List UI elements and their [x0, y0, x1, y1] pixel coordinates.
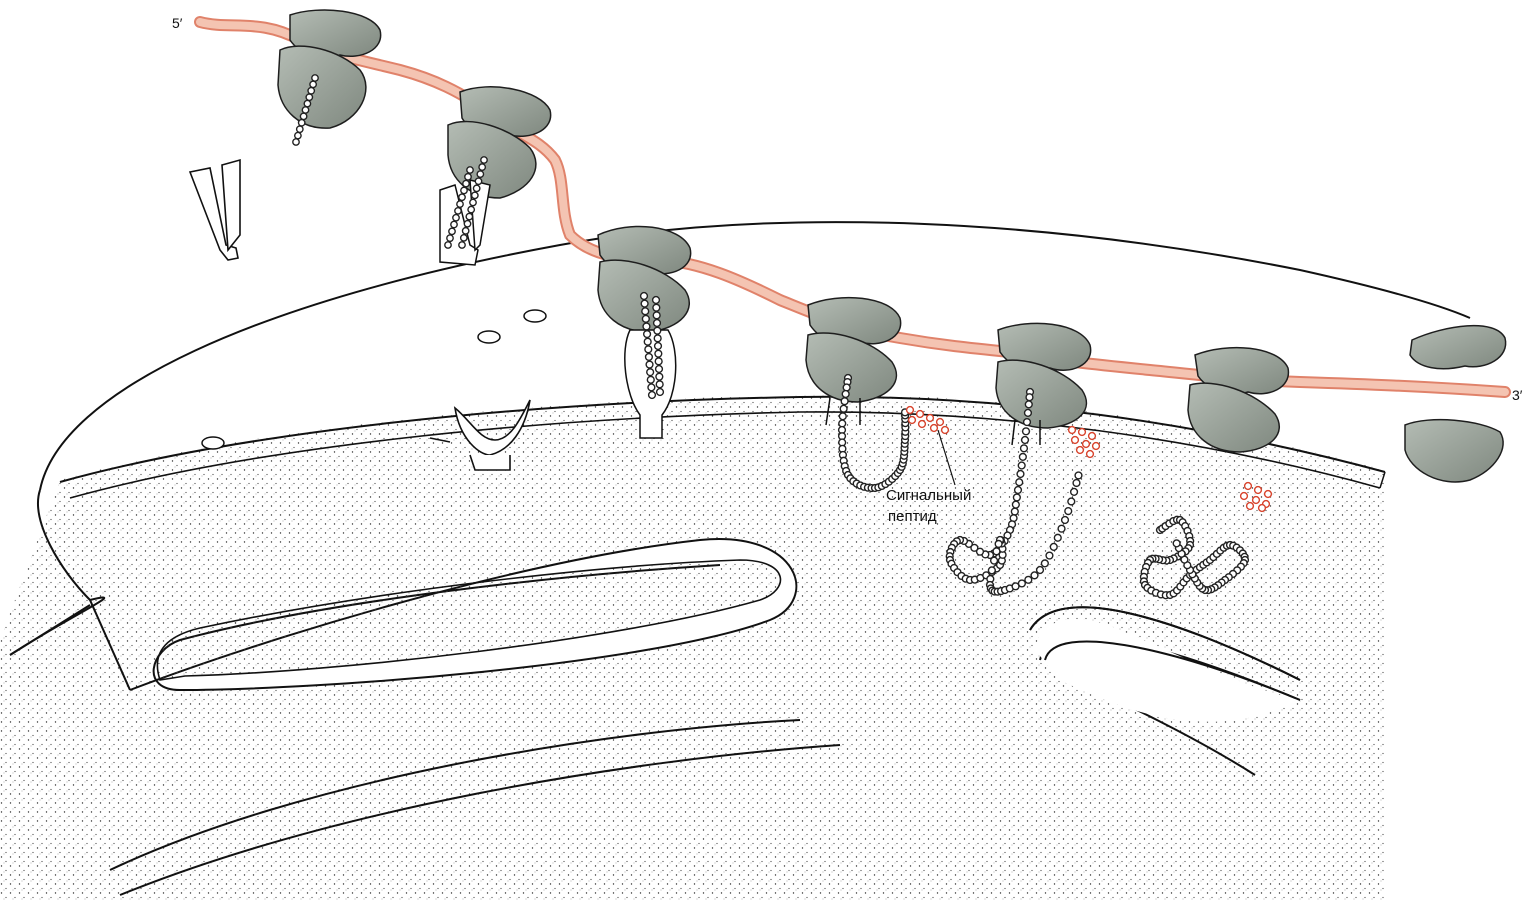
ribosome-subunit-small-free — [1405, 420, 1503, 482]
three-prime-label: 3′ — [1512, 387, 1523, 403]
signal-peptide-label: Сигнальный — [886, 487, 971, 504]
ribosome-1 — [278, 10, 381, 128]
srp-receptor-free — [190, 160, 240, 260]
five-prime-label: 5′ — [172, 15, 183, 31]
signal-peptide-label-2: пептид — [888, 508, 937, 525]
